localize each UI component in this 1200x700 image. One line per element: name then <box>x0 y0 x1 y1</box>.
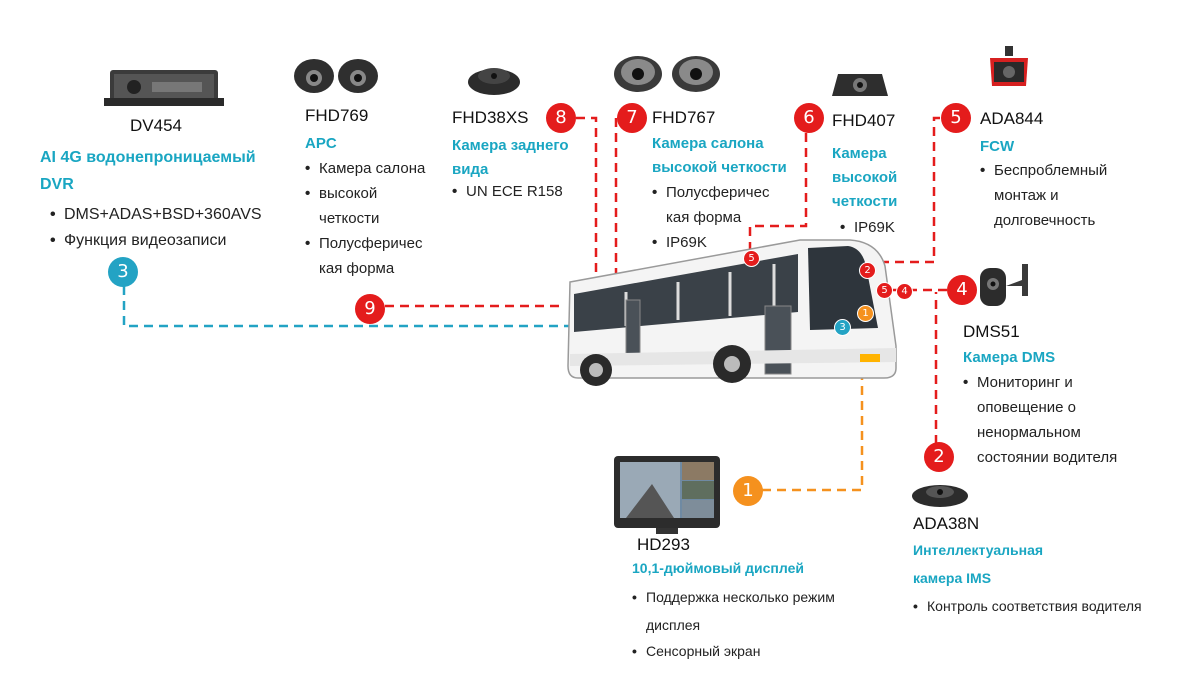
fhd767-model: FHD767 <box>652 108 716 127</box>
fhd769-features: Камера салона высокой <box>305 156 445 206</box>
bus-marker-5-top: 5 <box>743 250 760 267</box>
ada844-features: Беспроблемный <box>980 158 1107 183</box>
badge-2: 2 <box>924 442 954 472</box>
fhd38xs-subtitle-line1: Камера заднего <box>452 137 569 154</box>
ada38n-subtitle-line1: Интеллектуальная <box>913 542 1044 558</box>
fhd407-model: FHD407 <box>832 111 896 130</box>
fhd769-line-cont: четкости <box>319 210 380 227</box>
fhd769-model: FHD769 <box>305 106 369 125</box>
ada38n-subtitle-line2: камера IMS <box>913 570 992 586</box>
fhd407-subtitle-line2: высокой <box>832 169 898 186</box>
fhd407-subtitle-line3: четкости <box>832 193 898 210</box>
badge-6: 6 <box>794 103 824 133</box>
badge-5: 5 <box>941 103 971 133</box>
dms51-camera-image <box>980 264 1028 306</box>
bus-marker-4: 4 <box>896 283 913 300</box>
fhd38xs-camera-image <box>468 68 520 95</box>
fhd767-subtitle-line1: Камера салона <box>652 135 764 152</box>
line-5-fcw <box>872 116 940 264</box>
bus-marker-2: 2 <box>859 262 876 279</box>
fhd769-line: Камера салона <box>305 156 445 181</box>
fhd38xs-features: UN ECE R158 <box>452 179 563 204</box>
dv454-feature: DMS+ADAS+BSD+360AVS <box>50 202 262 228</box>
dv454-model: DV454 <box>130 116 182 135</box>
hd293-features: Поддержка несколько режим <box>632 584 835 610</box>
dms51-line-cont: состоянии водителя <box>977 449 1118 466</box>
bus-marker-1: 1 <box>857 305 874 322</box>
fhd769-features-2: Полусферичес <box>305 231 422 256</box>
hd293-features-2: Сенсорный экран <box>632 638 760 664</box>
dms51-line: Мониторинг и <box>963 370 1073 395</box>
ada844-model: ADA844 <box>980 109 1044 128</box>
badge-8: 8 <box>546 103 576 133</box>
dvr-device-image <box>104 70 224 106</box>
ada38n-camera-image <box>912 485 968 507</box>
dv454-title-line2: DVR <box>40 176 74 193</box>
fhd769-subtitle: APC <box>305 135 337 152</box>
ada38n-model: ADA38N <box>913 514 980 533</box>
ada844-line-cont: долговечность <box>994 212 1096 229</box>
fhd38xs-model: FHD38XS <box>452 108 529 127</box>
fhd407-feature: IP69K <box>840 215 895 240</box>
dms51-subtitle: Камера DMS <box>963 349 1056 366</box>
badge-7: 7 <box>617 103 647 133</box>
fhd767-subtitle-line2: высокой четкости <box>652 159 787 176</box>
line-8-rear <box>576 116 598 282</box>
fhd769-camera-image <box>294 59 378 93</box>
dv454-feature: Функция видеозаписи <box>50 228 262 254</box>
fhd769-line-cont: кая форма <box>319 260 395 277</box>
bus-marker-5: 5 <box>876 282 893 299</box>
badge-3: 3 <box>108 257 138 287</box>
hd293-display-image <box>614 456 720 534</box>
fhd407-camera-image <box>832 74 888 96</box>
badge-4: 4 <box>947 275 977 305</box>
dms51-features: Мониторинг и <box>963 370 1073 395</box>
hd293-subtitle: 10,1-дюймовый дисплей <box>632 560 804 576</box>
ada844-line-cont: монтаж и <box>994 187 1059 204</box>
fhd38xs-feature: UN ECE R158 <box>452 179 563 204</box>
badge-9: 9 <box>355 294 385 324</box>
hd293-line: Сенсорный экран <box>632 638 760 664</box>
ada38n-features: Контроль соответствия водителя <box>913 594 1142 619</box>
fhd767-line: Полусферичес <box>652 180 769 205</box>
hd293-model: HD293 <box>637 535 690 554</box>
fhd769-line: Полусферичес <box>305 231 422 256</box>
fhd767-line: IP69K <box>652 230 707 255</box>
dms51-line-cont: ненормальном <box>977 424 1081 441</box>
fhd767-camera-image <box>614 56 720 92</box>
ada38n-feature: Контроль соответствия водителя <box>913 594 1142 619</box>
fhd407-features: IP69K <box>840 215 895 240</box>
dv454-features: DMS+ADAS+BSD+360AVS Функция видеозаписи <box>50 202 262 254</box>
ada844-camera-image <box>990 46 1028 86</box>
fhd769-line-cont: высокой <box>305 181 445 206</box>
dms51-model: DMS51 <box>963 322 1020 341</box>
ada844-subtitle: FCW <box>980 138 1015 155</box>
hd293-line: Поддержка несколько режим <box>632 584 835 610</box>
dv454-title-line1: AI 4G водонепроницаемый <box>40 149 256 166</box>
fhd767-line-cont: кая форма <box>666 209 742 226</box>
badge-1: 1 <box>733 476 763 506</box>
fhd767-features: Полусферичес <box>652 180 769 205</box>
hd293-line-cont: дисплея <box>646 617 701 633</box>
fhd407-subtitle-line1: Камера <box>832 145 887 162</box>
fhd767-features-2: IP69K <box>652 230 707 255</box>
dms51-line-cont: оповещение о <box>977 399 1076 416</box>
ada844-line: Беспроблемный <box>980 158 1107 183</box>
line-6-fhd407 <box>748 118 808 250</box>
fhd38xs-subtitle-line2: вида <box>452 161 489 178</box>
bus-marker-3: 3 <box>834 319 851 336</box>
